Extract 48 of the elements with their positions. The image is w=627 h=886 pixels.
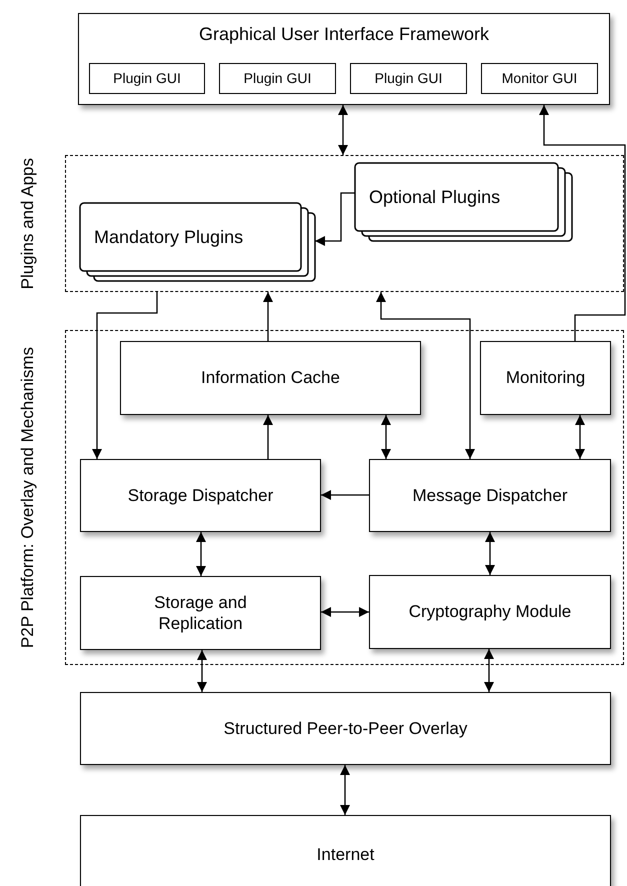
box-label: Plugin GUI bbox=[374, 70, 442, 88]
box-label: Plugin GUI bbox=[244, 70, 312, 88]
arrow bbox=[321, 490, 369, 500]
box-label: Cryptography Module bbox=[408, 601, 572, 623]
arrow bbox=[484, 649, 494, 692]
box-label: Optional Plugins bbox=[369, 186, 500, 209]
arrow bbox=[92, 292, 158, 459]
arrow bbox=[376, 292, 475, 459]
box-label: Monitor GUI bbox=[502, 70, 578, 88]
component-box bbox=[80, 459, 321, 532]
group-title: P2P Platform: Overlay and Mechanisms bbox=[18, 346, 38, 648]
component-box bbox=[120, 341, 421, 415]
framework-box bbox=[78, 13, 610, 105]
box-label: Internet bbox=[316, 844, 374, 866]
component-box bbox=[80, 692, 611, 765]
stacked-plugin-box bbox=[355, 163, 572, 241]
arrow bbox=[539, 105, 626, 341]
component-box bbox=[369, 459, 611, 532]
component-box bbox=[369, 575, 611, 649]
stacked-plugin-box bbox=[80, 203, 315, 281]
box-label: Mandatory Plugins bbox=[94, 226, 244, 249]
gui-box bbox=[219, 63, 336, 94]
arrow bbox=[338, 105, 348, 155]
group-title: Plugins and Apps bbox=[18, 158, 38, 290]
arrow bbox=[485, 532, 495, 575]
gui-box bbox=[350, 63, 467, 94]
arrow bbox=[340, 765, 350, 815]
arrow bbox=[263, 415, 273, 459]
component-box bbox=[80, 576, 321, 650]
gui-box bbox=[89, 63, 205, 94]
arrow bbox=[315, 192, 355, 246]
box-label: Message Dispatcher bbox=[412, 484, 568, 506]
gui-box bbox=[481, 63, 598, 94]
box-label: Storage and Replication bbox=[153, 592, 248, 634]
box-label: Structured Peer-to-Peer Overlay bbox=[224, 718, 468, 740]
component-box bbox=[80, 815, 611, 886]
box-label: Information Cache bbox=[201, 367, 340, 389]
arrow bbox=[196, 532, 206, 576]
box-label: Storage Dispatcher bbox=[128, 484, 274, 506]
arrow bbox=[575, 415, 585, 459]
box-title: Graphical User Interface Framework bbox=[198, 24, 490, 45]
arrow bbox=[381, 415, 391, 459]
component-box bbox=[480, 341, 611, 415]
box-label: Monitoring bbox=[506, 367, 586, 389]
arrow bbox=[263, 292, 273, 341]
arrow bbox=[321, 607, 369, 617]
box-label: Plugin GUI bbox=[113, 70, 181, 88]
arrow bbox=[197, 650, 207, 692]
